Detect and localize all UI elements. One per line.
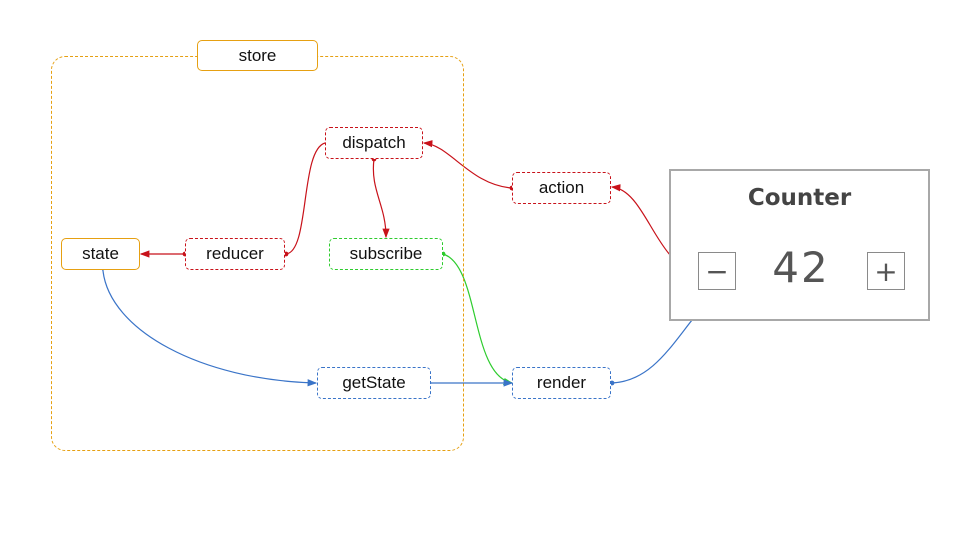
- increment-button[interactable]: +: [867, 252, 905, 290]
- subscribe-node: subscribe: [329, 238, 443, 270]
- counter-title: Counter: [747, 185, 852, 211]
- counter-panel: Counter − 42 +: [669, 169, 930, 321]
- state-node: state: [61, 238, 140, 270]
- edge-state-to-getstate: [98, 262, 318, 387]
- dispatch-node: dispatch: [325, 127, 423, 159]
- render-node: render: [512, 367, 611, 399]
- edge-action-to-dispatch: [422, 140, 515, 191]
- decrement-button[interactable]: −: [698, 252, 736, 290]
- store-label: store: [197, 40, 318, 71]
- edge-subscribe-to-render: [440, 251, 514, 385]
- reducer-node: reducer: [185, 238, 285, 270]
- getstate-node: getState: [317, 367, 431, 399]
- edge-dispatch-to-subscribe: [371, 156, 390, 239]
- action-node: action: [512, 172, 611, 204]
- counter-value: 42: [772, 243, 830, 292]
- edge-dispatch-to-reducer: [283, 137, 335, 257]
